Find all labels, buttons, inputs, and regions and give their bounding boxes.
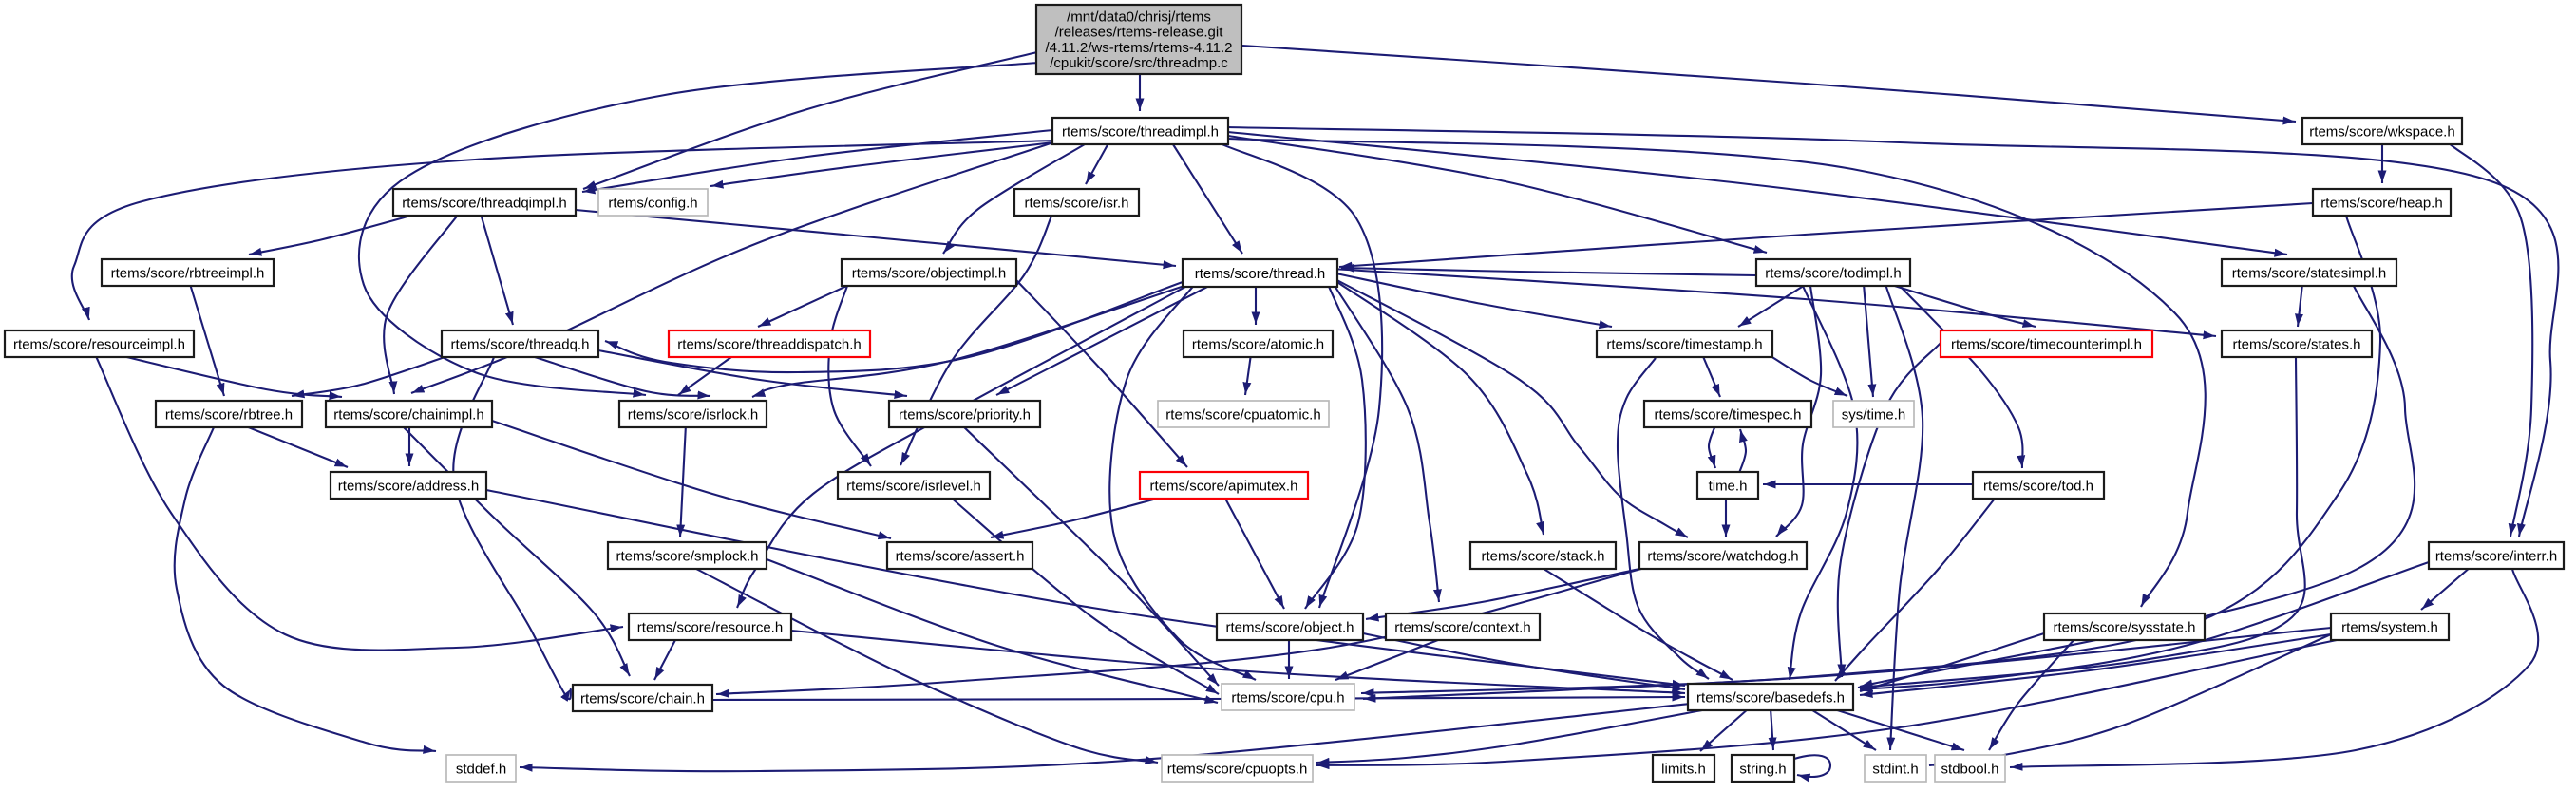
svg-text:time.h: time.h <box>1709 478 1748 494</box>
svg-text:rtems/score/isr.h: rtems/score/isr.h <box>1024 195 1128 211</box>
svg-text:rtems/score/resourceimpl.h: rtems/score/resourceimpl.h <box>13 336 185 352</box>
svg-text:rtems/score/address.h: rtems/score/address.h <box>338 478 479 494</box>
svg-text:string.h: string.h <box>1739 761 1786 777</box>
svg-text:/4.11.2/ws-rtems/rtems-4.11.2: /4.11.2/ws-rtems/rtems-4.11.2 <box>1045 40 1232 56</box>
svg-text:rtems/score/threadimpl.h: rtems/score/threadimpl.h <box>1062 123 1219 140</box>
svg-text:rtems/score/timestamp.h: rtems/score/timestamp.h <box>1606 336 1762 352</box>
svg-text:rtems/score/isrlock.h: rtems/score/isrlock.h <box>628 406 759 423</box>
svg-text:rtems/score/priority.h: rtems/score/priority.h <box>899 406 1031 423</box>
svg-text:rtems/score/cpuopts.h: rtems/score/cpuopts.h <box>1167 761 1308 777</box>
svg-text:sys/time.h: sys/time.h <box>1842 406 1906 423</box>
svg-text:/mnt/data0/chrisj/rtems: /mnt/data0/chrisj/rtems <box>1067 9 1211 25</box>
svg-text:rtems/score/rbtreeimpl.h: rtems/score/rbtreeimpl.h <box>111 265 265 281</box>
svg-text:rtems/score/cpu.h: rtems/score/cpu.h <box>1231 689 1344 706</box>
svg-text:rtems/score/rbtree.h: rtems/score/rbtree.h <box>165 406 293 423</box>
svg-text:stdbool.h: stdbool.h <box>1941 761 1999 777</box>
svg-text:rtems/score/sysstate.h: rtems/score/sysstate.h <box>2053 619 2195 635</box>
svg-text:rtems/score/basedefs.h: rtems/score/basedefs.h <box>1696 689 1845 706</box>
svg-text:rtems/score/threadqimpl.h: rtems/score/threadqimpl.h <box>402 195 566 211</box>
svg-text:rtems/score/stack.h: rtems/score/stack.h <box>1481 548 1604 564</box>
svg-text:rtems/score/heap.h: rtems/score/heap.h <box>2320 195 2442 211</box>
svg-text:rtems/system.h: rtems/system.h <box>2341 619 2438 635</box>
svg-text:rtems/score/apimutex.h: rtems/score/apimutex.h <box>1150 478 1298 494</box>
svg-text:rtems/score/todimpl.h: rtems/score/todimpl.h <box>1765 265 1901 281</box>
svg-text:rtems/score/objectimpl.h: rtems/score/objectimpl.h <box>852 265 1007 281</box>
svg-text:rtems/score/timespec.h: rtems/score/timespec.h <box>1654 406 1801 423</box>
svg-text:rtems/score/timecounterimpl.h: rtems/score/timecounterimpl.h <box>1951 336 2142 352</box>
svg-text:stddef.h: stddef.h <box>456 761 506 777</box>
svg-text:rtems/score/statesimpl.h: rtems/score/statesimpl.h <box>2232 265 2387 281</box>
svg-text:rtems/score/states.h: rtems/score/states.h <box>2232 336 2360 352</box>
svg-text:rtems/score/cpuatomic.h: rtems/score/cpuatomic.h <box>1165 406 1320 423</box>
svg-text:rtems/score/threadq.h: rtems/score/threadq.h <box>451 336 590 352</box>
svg-text:rtems/score/tod.h: rtems/score/tod.h <box>1983 478 2093 494</box>
svg-text:rtems/score/chain.h: rtems/score/chain.h <box>580 690 705 707</box>
svg-text:/cpukit/score/src/threadmp.c: /cpukit/score/src/threadmp.c <box>1050 55 1228 71</box>
svg-text:limits.h: limits.h <box>1661 761 1706 777</box>
svg-text:rtems/score/assert.h: rtems/score/assert.h <box>896 548 1025 564</box>
svg-text:rtems/score/context.h: rtems/score/context.h <box>1394 619 1530 635</box>
svg-text:rtems/config.h: rtems/config.h <box>608 195 697 211</box>
svg-text:rtems/score/thread.h: rtems/score/thread.h <box>1195 266 1326 282</box>
svg-text:rtems/score/atomic.h: rtems/score/atomic.h <box>1192 336 1324 352</box>
svg-text:/releases/rtems-release.git: /releases/rtems-release.git <box>1055 25 1224 41</box>
svg-text:rtems/score/interr.h: rtems/score/interr.h <box>2435 548 2557 564</box>
svg-text:rtems/score/chainimpl.h: rtems/score/chainimpl.h <box>333 406 483 423</box>
svg-text:rtems/score/isrlevel.h: rtems/score/isrlevel.h <box>846 478 981 494</box>
svg-text:rtems/score/resource.h: rtems/score/resource.h <box>637 619 783 635</box>
svg-text:rtems/score/object.h: rtems/score/object.h <box>1225 619 1354 635</box>
svg-text:rtems/score/watchdog.h: rtems/score/watchdog.h <box>1647 548 1798 564</box>
svg-text:rtems/score/smplock.h: rtems/score/smplock.h <box>616 548 758 564</box>
svg-text:rtems/score/wkspace.h: rtems/score/wkspace.h <box>2309 123 2454 140</box>
svg-text:rtems/score/threaddispatch.h: rtems/score/threaddispatch.h <box>677 336 861 352</box>
svg-text:stdint.h: stdint.h <box>1872 761 1918 777</box>
